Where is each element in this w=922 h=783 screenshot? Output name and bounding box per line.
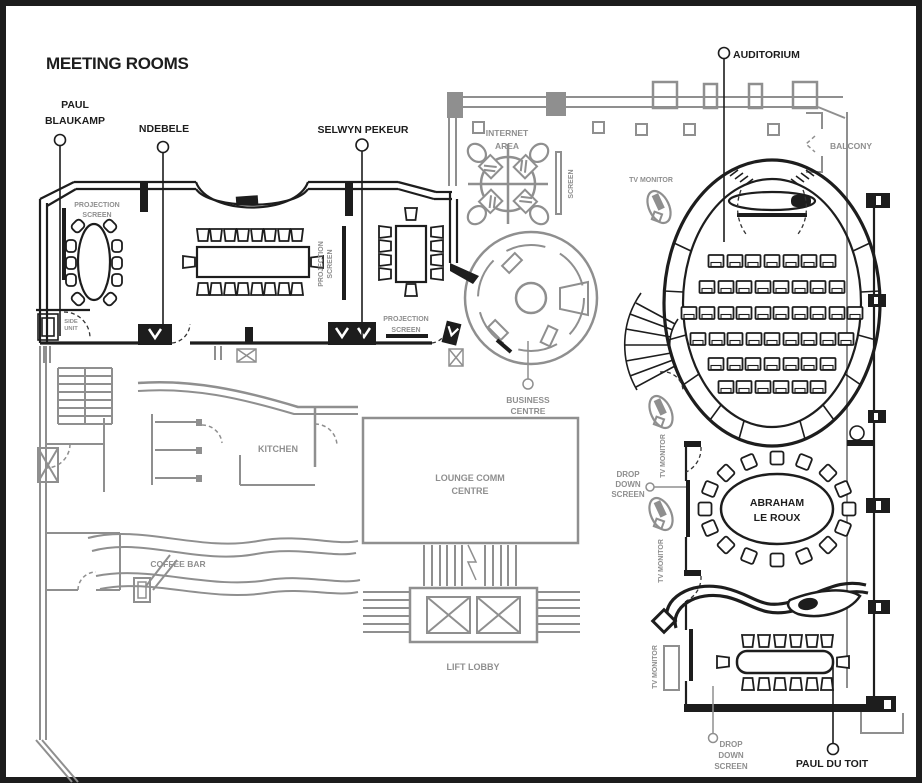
balcony-label: BALCONY <box>830 141 872 151</box>
door-block-3 <box>441 320 462 346</box>
coffee-bar: COFFEE BAR <box>87 532 361 603</box>
selwyn-pekeur-room: PROJECTION SCREEN PROJECTION SCREEN <box>318 207 444 334</box>
auditorium-label: AUDITORIUM <box>733 49 800 61</box>
west-corridor <box>35 346 222 783</box>
drop-down-screen-bar-2 <box>689 629 693 681</box>
projection-screen-label-1a: PROJECTION <box>74 202 120 209</box>
projection-screen-bar-bottom <box>386 334 428 338</box>
side-unit-label-2: UNIT <box>64 326 78 332</box>
paul-blaukamp-room: PROJECTION SCREEN SIDE UNIT <box>62 202 123 332</box>
blaukamp-table <box>76 222 112 302</box>
projection-screen-label-2b: SCREEN <box>327 249 334 278</box>
ndebele-room <box>182 228 324 296</box>
lift-lobby-label: LIFT LOBBY <box>447 662 500 672</box>
envelope-symbol <box>236 348 257 363</box>
lounge-label-1: LOUNGE COMM <box>435 473 505 483</box>
lift-2 <box>476 596 521 634</box>
projection-screen-label-3a: PROJECTION <box>383 316 429 323</box>
kitchen: KITCHEN <box>137 380 358 486</box>
projection-screen-label-1b: SCREEN <box>82 212 111 219</box>
screen-label: SCREEN <box>568 169 575 198</box>
paul-du-toit-table <box>735 649 835 675</box>
dds1-line3: SCREEN <box>611 490 645 499</box>
stage-steps-hatch <box>729 169 815 186</box>
wall-stub-1 <box>140 182 148 212</box>
internet-area-label-1: INTERNET <box>486 128 529 138</box>
business-centre-label-1: BUSINESS <box>506 395 550 405</box>
tv-monitor-label-1: TV MONITOR <box>629 177 673 184</box>
coffee-bar-label: COFFEE BAR <box>150 559 205 569</box>
door-block-1 <box>138 324 172 345</box>
side-unit-label-1: SIDE <box>64 319 78 325</box>
projection-screen-bar-selwyn <box>342 226 346 300</box>
drop-down-screen-callout-1: DROP DOWN SCREEN <box>611 470 686 499</box>
tv-monitor-label-4: TV MONITOR <box>652 645 659 689</box>
projection-screen-bar-blaukamp <box>62 208 66 280</box>
tv-monitor-label-2: TV MONITOR <box>660 434 667 478</box>
projection-screen-label-2a: PROJECTION <box>318 241 325 287</box>
lounge-label-2: CENTRE <box>451 486 488 496</box>
drop-down-screen-bar-1 <box>686 480 690 537</box>
dds1-line2: DOWN <box>615 480 641 489</box>
page-title: MEETING ROOMS <box>46 54 189 73</box>
callout-ndebele: NDEBELE <box>139 123 189 332</box>
paul-blaukamp-label-1: PAUL <box>61 99 89 111</box>
side-stairs-right <box>537 591 580 633</box>
east-wall-doors <box>866 193 896 712</box>
internet-area-label-2: AREA <box>495 141 519 151</box>
tv-monitor-panel <box>663 645 680 691</box>
selwyn-pekeur-label: SELWYN PEKEUR <box>317 124 408 136</box>
south-east-gray-bracket <box>860 712 904 734</box>
selwyn-table <box>394 224 428 284</box>
side-stairs-left <box>363 591 410 633</box>
auditorium-fan-stairs <box>623 292 684 391</box>
tv-monitors: TV MONITOR TV MONITOR TV MONITOR TV MONI… <box>629 177 679 689</box>
abraham-label-1: ABRAHAM <box>750 497 804 509</box>
tv-monitor-label-3: TV MONITOR <box>658 539 665 583</box>
x-symbol <box>448 348 464 367</box>
internet-area: INTERNET AREA SCREEN <box>463 128 575 229</box>
abraham-label-2: LE ROUX <box>754 512 801 524</box>
south-wall <box>684 704 870 712</box>
dds1-line1: DROP <box>616 470 640 479</box>
auditorium <box>623 158 882 448</box>
dds2-line1: DROP <box>719 740 743 749</box>
lounge-comm-centre: LOUNGE COMM CENTRE <box>361 416 580 545</box>
dds2-line3: SCREEN <box>714 762 748 771</box>
callout-selwyn-pekeur: SELWYN PEKEUR <box>317 124 409 338</box>
ndebele-label: NDEBELE <box>139 123 189 135</box>
serpentine-counter <box>650 581 869 635</box>
meeting-rooms-walls <box>36 180 479 346</box>
auditorium-row-dividers <box>663 242 881 440</box>
callout-paul-blaukamp: PAUL BLAUKAMP <box>45 99 105 336</box>
wall-stub-2 <box>345 182 353 216</box>
abraham-le-roux-room: ABRAHAM LE ROUX <box>697 450 857 568</box>
dds2-line2: DOWN <box>718 751 744 760</box>
callout-paul-du-toit: PAUL DU TOIT <box>796 662 869 770</box>
paul-blaukamp-label-2: BLAUKAMP <box>45 115 105 127</box>
paul-du-toit-label: PAUL DU TOIT <box>796 758 869 770</box>
balcony-corridor: BALCONY <box>447 80 872 688</box>
east-wing-walls <box>684 193 904 734</box>
business-centre: BUSINESS CENTRE <box>463 230 599 416</box>
callout-auditorium: AUDITORIUM <box>717 46 800 242</box>
stage <box>727 169 817 235</box>
internet-screen <box>555 151 562 215</box>
abraham-table <box>719 472 835 546</box>
projection-screen-label-3b: SCREEN <box>391 327 420 334</box>
lift-lobby: LIFT LOBBY <box>363 544 580 672</box>
door-block-2 <box>328 322 376 345</box>
kitchen-label: KITCHEN <box>258 444 298 454</box>
business-centre-label-2: CENTRE <box>511 406 546 416</box>
lift-1 <box>426 596 471 634</box>
drop-down-screen-callout-2: DROP DOWN SCREEN <box>707 686 748 771</box>
stairs-to-lifts <box>423 544 517 586</box>
ndebele-table <box>195 245 311 279</box>
